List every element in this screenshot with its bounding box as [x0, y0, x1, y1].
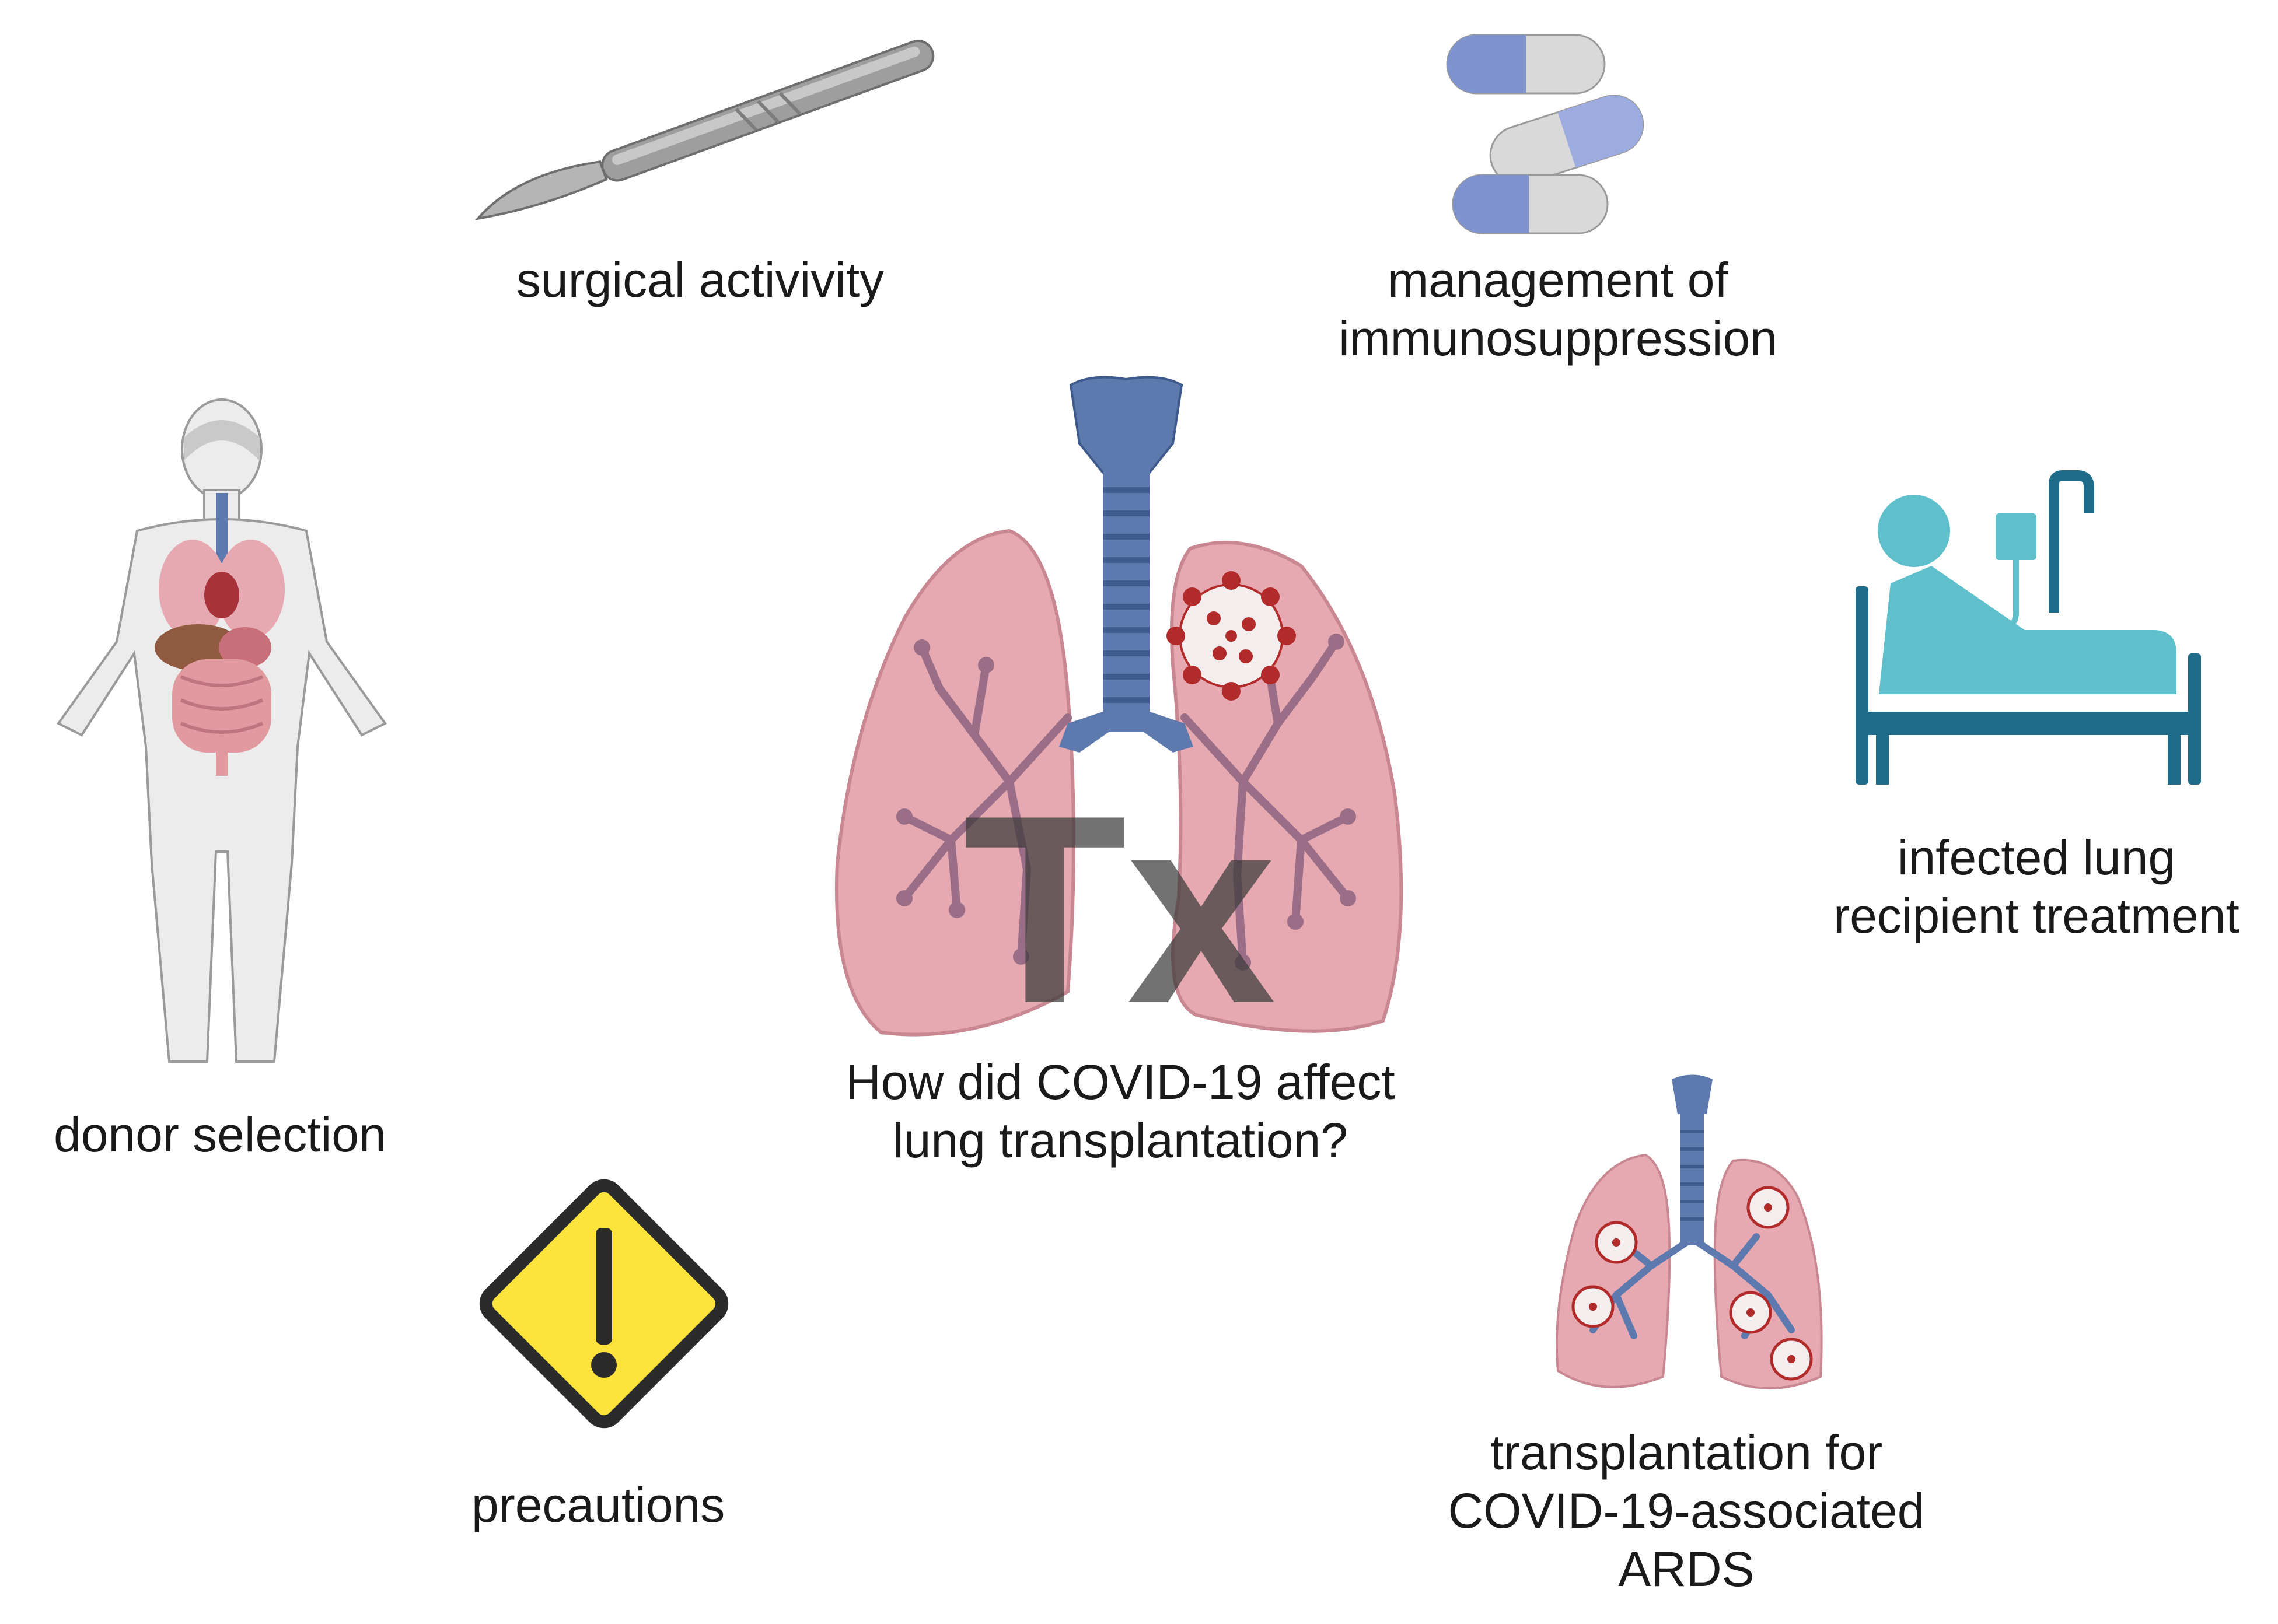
- warning-sign-icon: [479, 1179, 729, 1429]
- scalpel-icon: [474, 40, 935, 220]
- precautions-label: precautions: [471, 1478, 725, 1532]
- donor-selection-label: donor selection: [54, 1107, 386, 1162]
- infected-recipient-label-line1: infected lung: [1897, 830, 2176, 885]
- ards-label-line2: COVID-19-associated: [1448, 1483, 1925, 1538]
- immunosuppression-label-line2: immunosuppression: [1339, 311, 1777, 366]
- human-body-icon: [57, 398, 387, 1063]
- central-question-line1: How did COVID-19 affect: [845, 1055, 1395, 1110]
- tx-watermark: Tx: [963, 760, 1276, 1059]
- hospital-bed-icon: [1856, 470, 2201, 785]
- virus-icon: [1166, 571, 1296, 701]
- infected-recipient-label: infected lung recipient treatment: [1809, 828, 2264, 945]
- ards-label: transplantation for COVID-19-associated …: [1447, 1423, 1926, 1598]
- ards-label-line1: transplantation for: [1490, 1425, 1883, 1480]
- central-lungs-illustration: [834, 376, 1403, 1037]
- ards-label-line3: ARDS: [1618, 1542, 1755, 1597]
- capsules-icon: [1446, 34, 1644, 235]
- central-question-line2: lung transplantation?: [893, 1113, 1348, 1168]
- infected-lungs-icon: [1556, 1074, 1823, 1390]
- immunosuppression-label: management of immunosuppression: [1325, 251, 1791, 368]
- surgical-activity-label: surgical activivity: [516, 253, 885, 307]
- infected-recipient-label-line2: recipient treatment: [1833, 888, 2239, 943]
- central-question: How did COVID-19 affect lung transplanta…: [829, 1053, 1412, 1170]
- immunosuppression-label-line1: management of: [1388, 253, 1728, 307]
